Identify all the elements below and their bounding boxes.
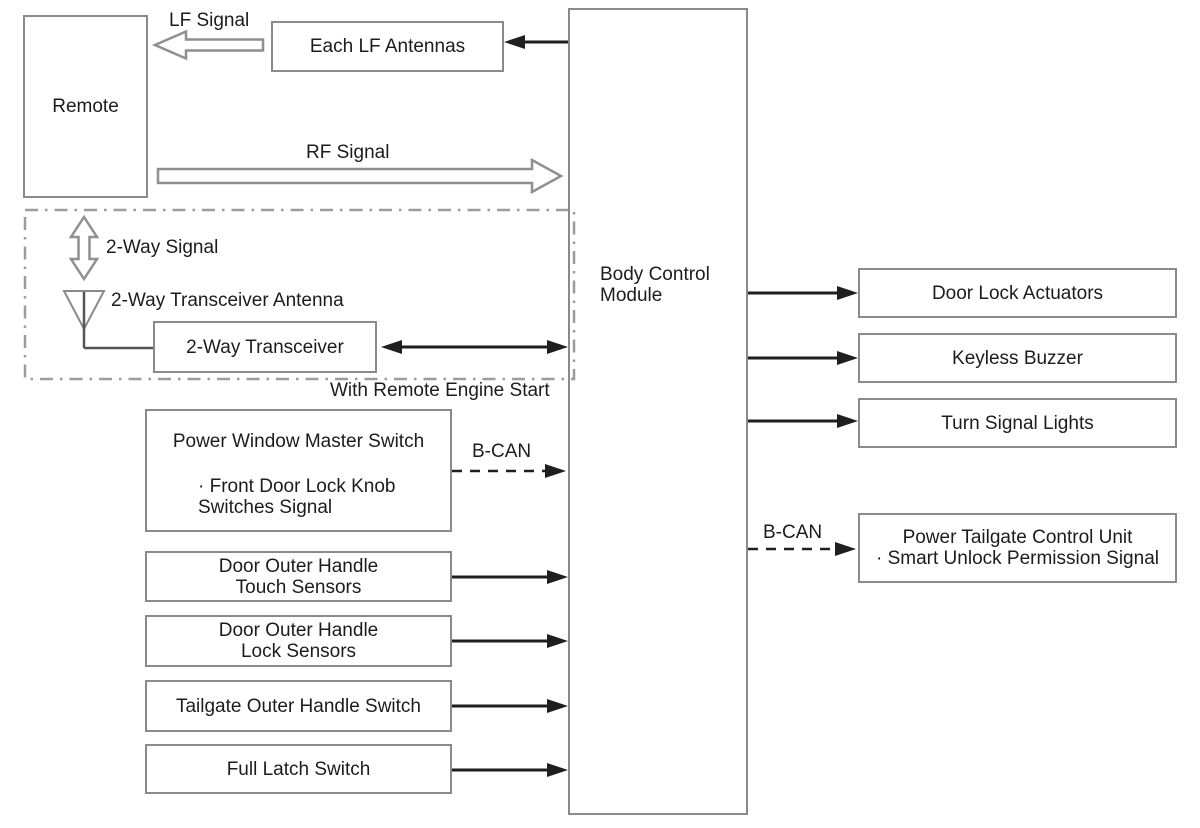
- bcan-right-label: B-CAN: [763, 522, 823, 543]
- node-door-outer-handle-lock-sensors: Door Outer Handle Lock Sensors: [145, 615, 452, 667]
- rf-signal-hollow-arrow: [156, 157, 564, 195]
- node-door-lock-actuators: Door Lock Actuators: [858, 268, 1177, 318]
- two-way-transceiver-label: 2-Way Transceiver: [186, 336, 344, 358]
- full-latch-to-bcm-arrow: [452, 763, 568, 777]
- node-tailgate-outer-handle-switch: Tailgate Outer Handle Switch: [145, 680, 452, 732]
- node-body-control-module: Body Control Module: [568, 8, 748, 815]
- node-power-tailgate-control-unit: Power Tailgate Control Unit · Smart Unlo…: [858, 513, 1177, 583]
- rf-signal-label: RF Signal: [306, 142, 390, 163]
- remote-label: Remote: [52, 96, 119, 117]
- bcm-to-turn-signal-lights-arrow: [748, 414, 858, 428]
- with-remote-engine-start-label: With Remote Engine Start: [330, 380, 550, 401]
- each-lf-antennas-label: Each LF Antennas: [309, 36, 466, 57]
- bcm-to-door-lock-actuators-arrow: [748, 286, 858, 300]
- remote-engine-start-group-outline: [23, 208, 576, 381]
- bcm-to-lf-antennas-arrow: [504, 35, 568, 49]
- node-turn-signal-lights: Turn Signal Lights: [858, 398, 1177, 448]
- transceiver-bcm-double-arrow: [381, 340, 568, 354]
- power-window-master-switch-title: Power Window Master Switch: [172, 431, 425, 452]
- two-way-transceiver-antenna-label: 2-Way Transceiver Antenna: [111, 290, 344, 311]
- front-door-lock-knob-signal-note: · Front Door Lock Knob Switches Signal: [198, 476, 396, 518]
- bcan-left-dashed-arrow: [452, 464, 566, 478]
- node-keyless-buzzer: Keyless Buzzer: [858, 333, 1177, 383]
- two-way-signal-double-arrow: [68, 214, 100, 282]
- node-door-outer-handle-touch-sensors: Door Outer Handle Touch Sensors: [145, 551, 452, 602]
- body-control-module-label: Body Control Module: [600, 264, 710, 306]
- touch-sensors-to-bcm-arrow: [452, 570, 568, 584]
- node-full-latch-switch: Full Latch Switch: [145, 744, 452, 794]
- two-way-signal-label: 2-Way Signal: [106, 237, 219, 258]
- node-each-lf-antennas: Each LF Antennas: [271, 21, 504, 72]
- lf-signal-label: LF Signal: [169, 10, 250, 31]
- bcm-to-keyless-buzzer-arrow: [748, 351, 858, 365]
- transceiver-antenna-icon: [62, 290, 153, 350]
- lock-sensors-to-bcm-arrow: [452, 634, 568, 648]
- node-power-window-master-switch: Power Window Master Switch · Front Door …: [145, 409, 452, 532]
- bcan-left-label: B-CAN: [472, 441, 532, 462]
- tailgate-switch-to-bcm-arrow: [452, 699, 568, 713]
- lf-signal-hollow-arrow: [151, 29, 265, 61]
- node-two-way-transceiver: 2-Way Transceiver: [153, 321, 377, 373]
- node-remote: Remote: [23, 15, 148, 198]
- bcan-right-dashed-arrow: [748, 542, 856, 556]
